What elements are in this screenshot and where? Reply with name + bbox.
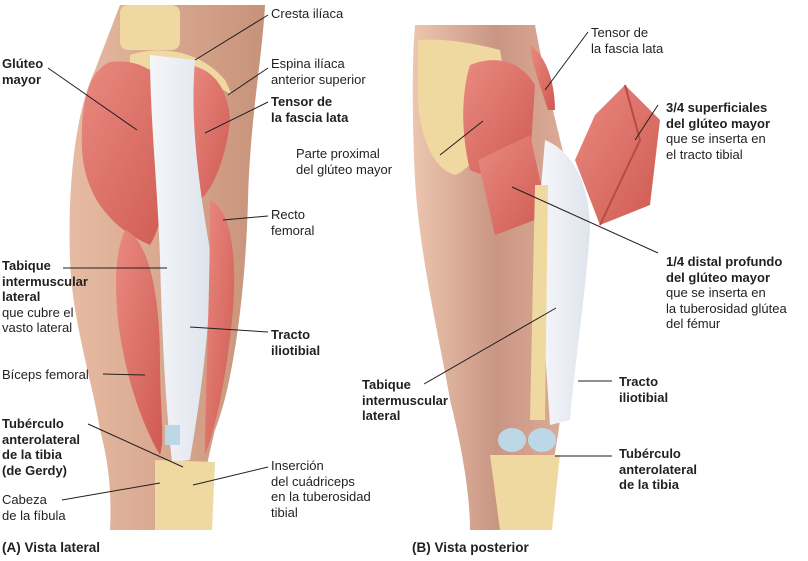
- label-text: 3/4 superficiales: [666, 100, 768, 115]
- label-text: la tuberosidad glútea: [666, 300, 787, 316]
- label-text: del glúteo mayor: [666, 115, 771, 131]
- label-tracto-iliotibial-b: Tracto iliotibial: [619, 374, 668, 405]
- label-text: la fascia lata: [591, 40, 664, 56]
- label-text: Tensor de: [591, 25, 649, 40]
- label-espina-iliaca: Espina ilíaca anterior superior: [271, 56, 366, 87]
- label-biceps-femoral: Bíceps femoral: [2, 367, 89, 383]
- label-text: Tracto: [619, 374, 659, 389]
- label-text: que se inserta en: [666, 131, 766, 146]
- label-text: anterolateral: [2, 431, 81, 447]
- label-text: tibial: [271, 504, 298, 520]
- label-text: vasto lateral: [2, 320, 73, 335]
- label-text: que se inserta en: [666, 285, 766, 300]
- label-text: del glúteo mayor: [296, 161, 393, 177]
- label-text: Tubérculo: [619, 446, 681, 461]
- label-tuberculo-anterolateral-b: Tubérculo anterolateral de la tibia: [619, 446, 697, 493]
- label-text: de la tibia: [2, 447, 62, 462]
- label-text: mayor: [2, 71, 42, 87]
- label-text: Tubérculo: [2, 416, 64, 431]
- label-text: Inserción: [271, 458, 324, 473]
- posterior-view-figure: [412, 25, 660, 530]
- label-text: Bíceps femoral: [2, 367, 89, 382]
- caption-vista-posterior: (B) Vista posterior: [412, 540, 529, 555]
- label-tracto-iliotibial-a: Tracto iliotibial: [271, 327, 320, 358]
- label-text: Cabeza: [2, 492, 47, 507]
- label-text: que cubre el: [2, 304, 74, 320]
- label-text: Glúteo: [2, 56, 44, 71]
- label-text: lateral: [2, 289, 41, 304]
- label-text: anterior superior: [271, 71, 366, 87]
- label-tuberculo-gerdy: Tubérculo anterolateral de la tibia (de …: [2, 416, 80, 478]
- label-text: Tracto: [271, 327, 311, 342]
- label-text: de la fíbula: [2, 507, 66, 523]
- label-gluteo-mayor: Glúteo mayor: [2, 56, 43, 87]
- label-text: del glúteo mayor: [666, 269, 771, 285]
- lateral-view-figure: [69, 5, 265, 530]
- label-text: anterolateral: [619, 461, 698, 477]
- label-text: (de Gerdy): [2, 462, 68, 478]
- label-parte-proximal-gluteo: Parte proximal del glúteo mayor: [296, 146, 392, 177]
- label-text: intermuscular: [362, 392, 448, 408]
- label-cresta-iliaca: Cresta ilíaca: [271, 6, 343, 22]
- label-text: intermuscular: [2, 273, 88, 289]
- label-text: el tracto tibial: [666, 146, 743, 162]
- label-text: del cuádriceps: [271, 473, 355, 489]
- label-text: iliotibial: [271, 342, 321, 358]
- label-text: 1/4 distal profundo: [666, 254, 783, 269]
- label-text: Tabique: [2, 258, 51, 273]
- label-text: Recto: [271, 207, 305, 222]
- label-tensor-fascia-lata-a: Tensor de la fascia lata: [271, 94, 348, 125]
- label-cabeza-fibula: Cabeza de la fíbula: [2, 492, 66, 523]
- label-recto-femoral: Recto femoral: [271, 207, 314, 238]
- label-text: Cresta ilíaca: [271, 6, 344, 21]
- label-tensor-fascia-lata-b: Tensor de la fascia lata: [591, 25, 663, 56]
- label-text: la fascia lata: [271, 109, 349, 125]
- label-text: Tabique: [362, 377, 411, 392]
- label-un-cuarto-distal: 1/4 distal profundo del glúteo mayor que…: [666, 254, 787, 332]
- label-text: femoral: [271, 222, 315, 238]
- label-text: Espina ilíaca: [271, 56, 345, 71]
- label-text: iliotibial: [619, 389, 669, 405]
- label-text: Tensor de: [271, 94, 333, 109]
- label-text: lateral: [362, 408, 401, 423]
- label-tabique-intermuscular-a: Tabique intermuscular lateral que cubre …: [2, 258, 88, 336]
- label-text: de la tibia: [619, 477, 679, 492]
- label-tres-cuartos-superficiales: 3/4 superficiales del glúteo mayor que s…: [666, 100, 770, 162]
- label-insercion-cuadriceps: Inserción del cuádriceps en la tuberosid…: [271, 458, 371, 520]
- label-text: Parte proximal: [296, 146, 380, 161]
- label-tabique-intermuscular-b: Tabique intermuscular lateral: [362, 377, 448, 424]
- caption-vista-lateral: (A) Vista lateral: [2, 540, 101, 555]
- leader-lines: [47, 14, 659, 501]
- label-text: en la tuberosidad: [271, 489, 371, 504]
- label-text: del fémur: [666, 316, 721, 331]
